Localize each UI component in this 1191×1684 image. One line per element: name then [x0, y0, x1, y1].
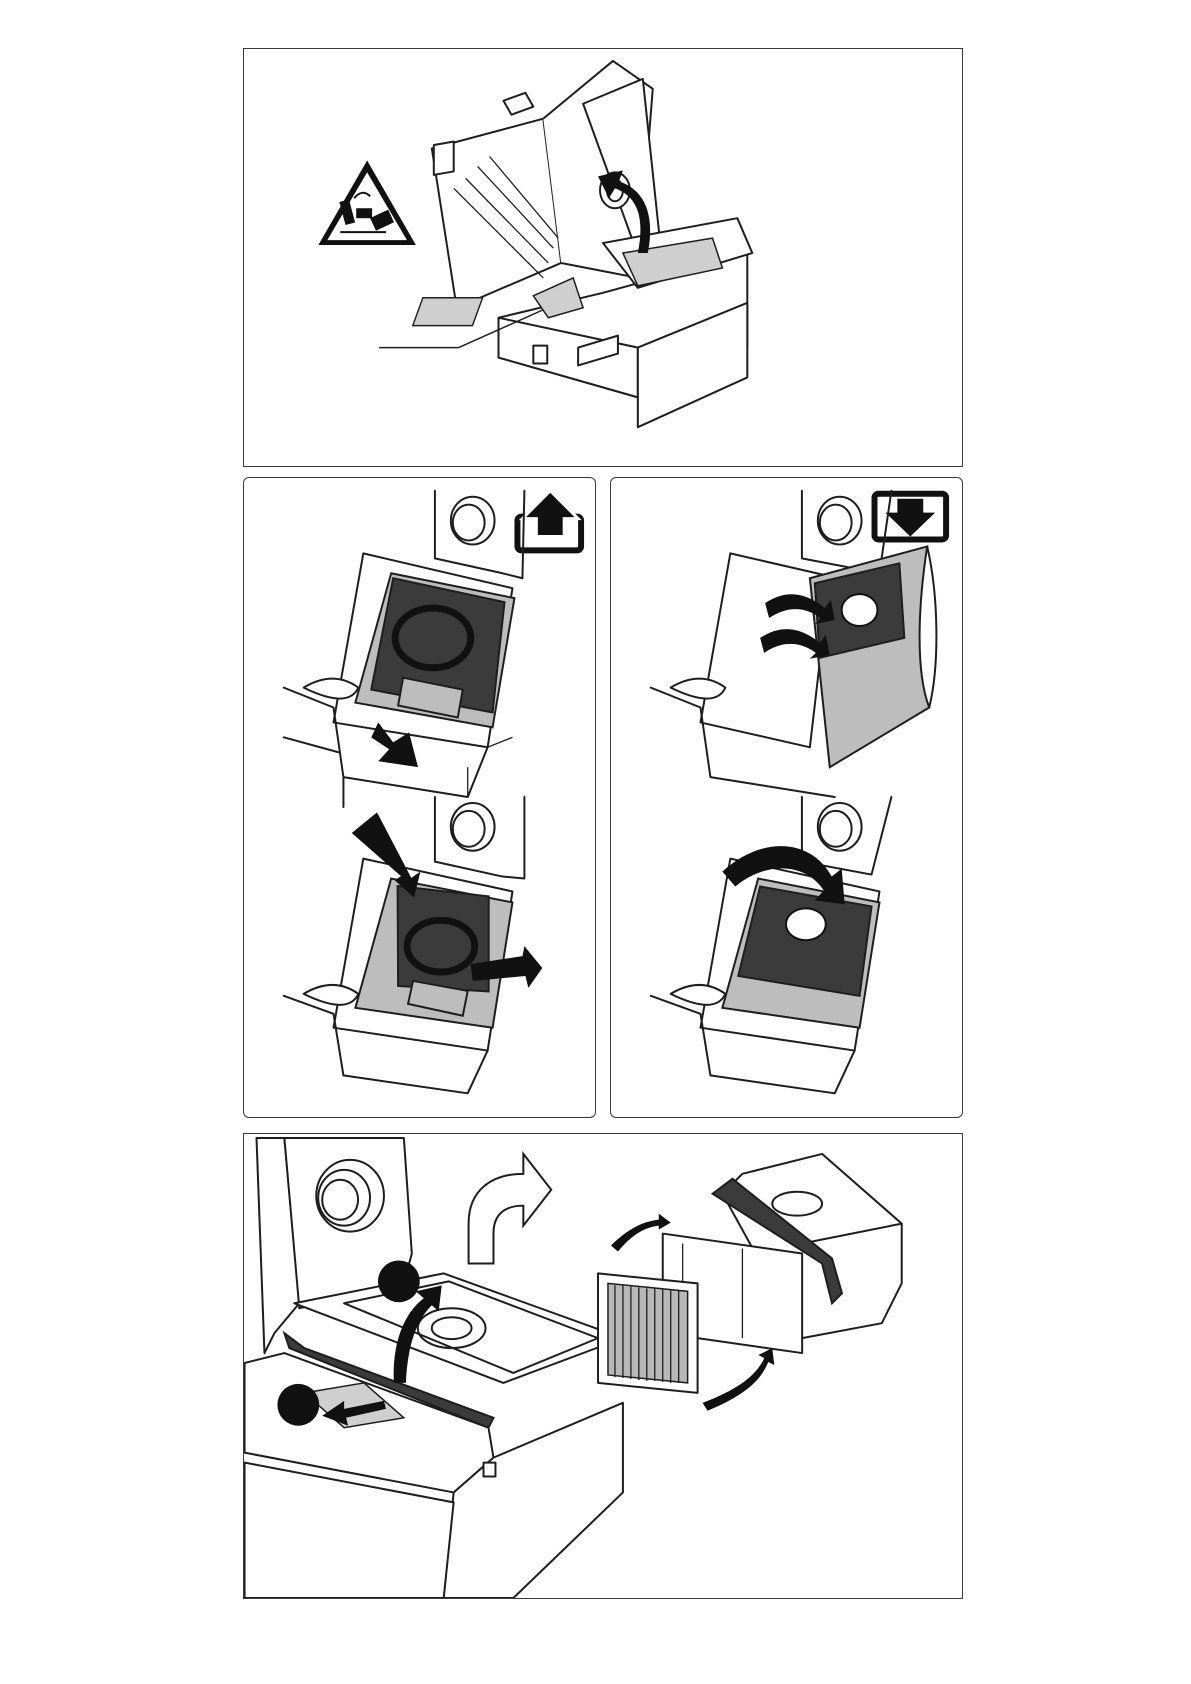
insert-bag-illustration	[611, 478, 962, 1117]
step-marker-2	[277, 1384, 319, 1426]
filter-housing	[663, 1154, 902, 1353]
remove-bag-icon	[517, 491, 581, 551]
insert-filter-arrow	[703, 1348, 775, 1411]
figure-replace-filter	[243, 1133, 963, 1599]
replace-filter-illustration	[244, 1134, 962, 1598]
flip-arrow-outline	[469, 1154, 552, 1264]
figure-open-lid	[243, 48, 963, 467]
open-lid-illustration	[244, 49, 962, 466]
filter-cartridge	[598, 1273, 698, 1392]
remove-filter-arrow	[611, 1214, 671, 1252]
figure-insert-bag	[610, 477, 963, 1118]
step-1-scene	[284, 491, 525, 807]
step-2-insert-scene	[651, 797, 892, 1093]
step-marker-1	[378, 1260, 420, 1302]
step-2-scene	[284, 797, 543, 1093]
remove-bag-illustration	[244, 478, 595, 1117]
hand-crush-warning-icon	[318, 160, 416, 245]
figure-remove-bag	[243, 477, 596, 1118]
vacuum-body	[245, 1273, 623, 1598]
